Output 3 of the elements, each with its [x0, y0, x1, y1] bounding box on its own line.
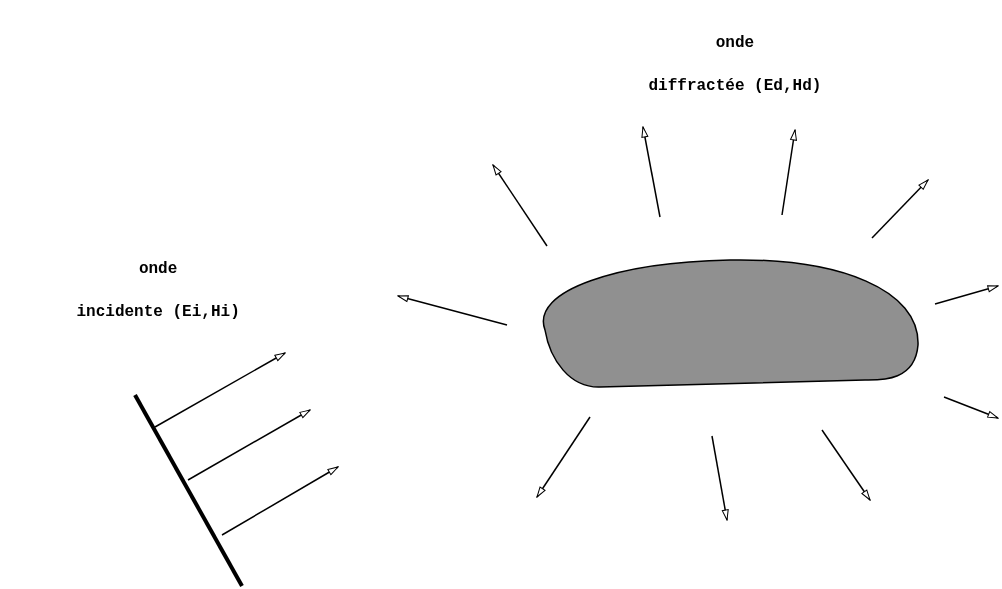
- wave-label: onde diffractée (Ed,Hd): [648, 33, 822, 97]
- scatterer-shape: [542, 259, 919, 388]
- wave-label: onde incidente (Ei,Hi): [76, 259, 240, 323]
